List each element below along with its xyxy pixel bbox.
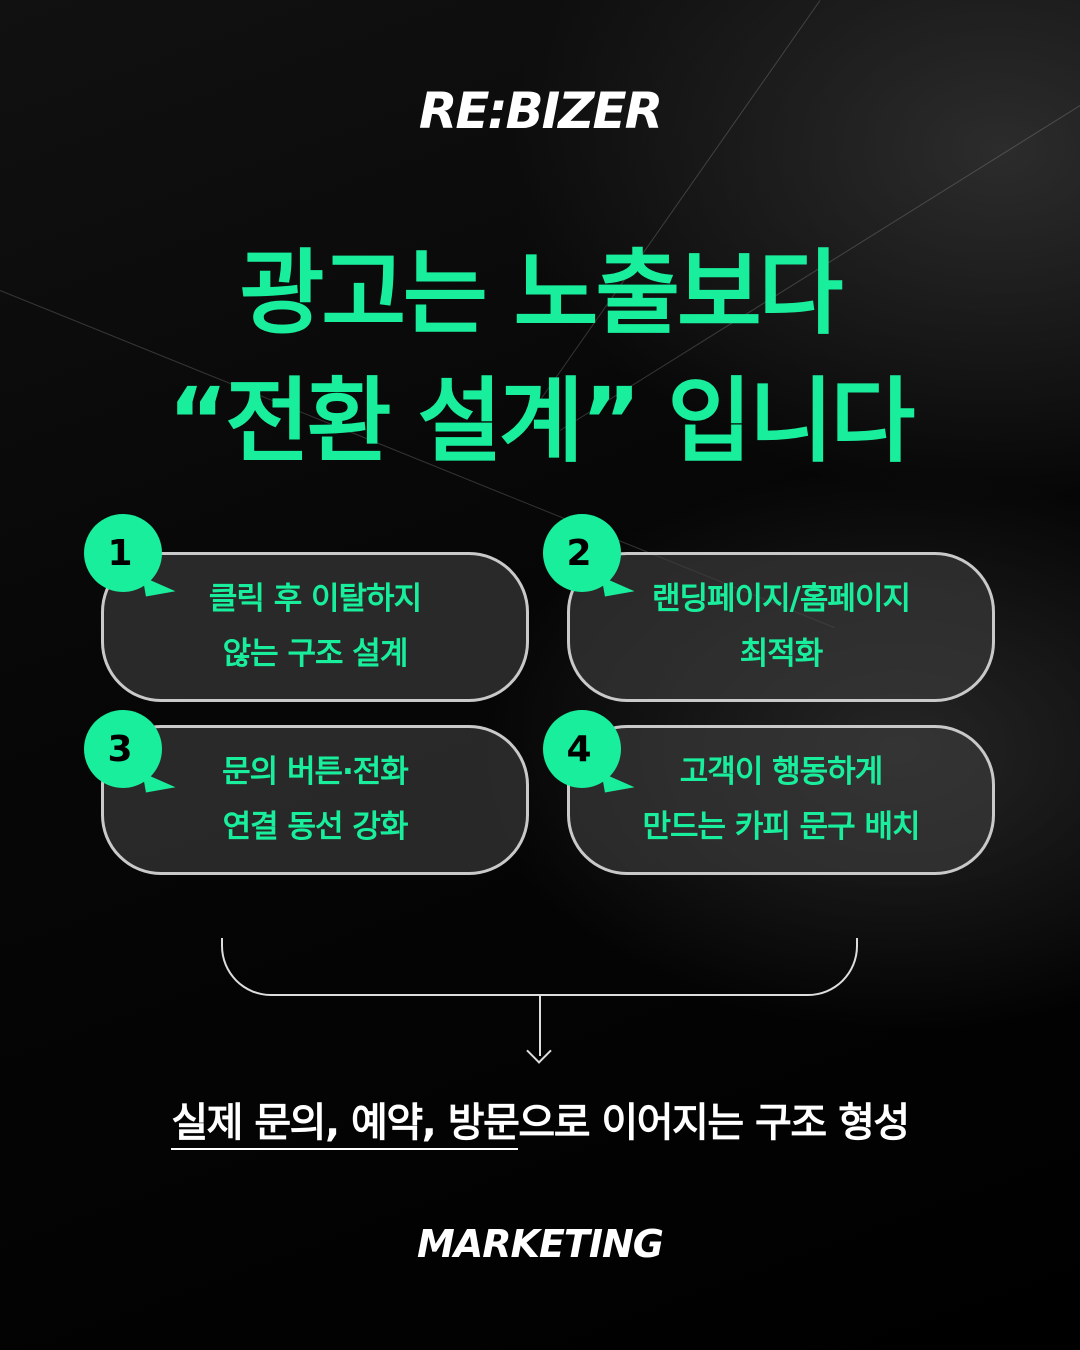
arrow-down-icon-head bbox=[526, 1038, 552, 1064]
footer-label: MARKETING bbox=[417, 1222, 664, 1266]
step-card-4: 고객이 행동하게 만드는 카피 문구 배치 bbox=[567, 725, 995, 875]
brand-logo: RE:BIZER bbox=[418, 82, 663, 140]
step-number-badge: 4 bbox=[543, 710, 621, 788]
result-underlined: 실제 문의, 예약, 방문 bbox=[171, 1100, 520, 1150]
step-text-line1: 클릭 후 이탈하지 bbox=[208, 581, 422, 617]
step-card-1: 클릭 후 이탈하지 않는 구조 설계 bbox=[101, 552, 529, 702]
result-statement: 실제 문의, 예약, 방문으로 이어지는 구조 형성 bbox=[0, 1090, 1080, 1150]
arrow-down-icon bbox=[539, 996, 541, 1056]
bracket-connector bbox=[221, 938, 858, 996]
step-number-badge: 1 bbox=[84, 514, 162, 592]
headline-line-1: 광고는 노출보다 bbox=[239, 240, 844, 347]
step-text-line1: 고객이 행동하게 bbox=[679, 754, 883, 790]
step-text-line2: 만드는 카피 문구 배치 bbox=[642, 809, 920, 845]
headline-line-2: “전환 설계” 입니다 bbox=[167, 368, 915, 475]
step-number-badge: 2 bbox=[543, 514, 621, 592]
step-text-line1: 문의 버튼·전화 bbox=[222, 754, 409, 790]
step-number-badge: 3 bbox=[84, 710, 162, 788]
headline: 광고는 노출보다 “전환 설계” 입니다 bbox=[0, 230, 1080, 486]
step-text-line2: 않는 구조 설계 bbox=[222, 636, 409, 672]
step-card-2: 랜딩페이지/홈페이지 최적화 bbox=[567, 552, 995, 702]
step-card-3: 문의 버튼·전화 연결 동선 강화 bbox=[101, 725, 529, 875]
result-rest: 으로 이어지는 구조 형성 bbox=[518, 1100, 910, 1146]
step-text-line2: 최적화 bbox=[739, 636, 824, 672]
step-text-line1: 랜딩페이지/홈페이지 bbox=[651, 581, 911, 617]
step-text-line2: 연결 동선 강화 bbox=[222, 809, 409, 845]
